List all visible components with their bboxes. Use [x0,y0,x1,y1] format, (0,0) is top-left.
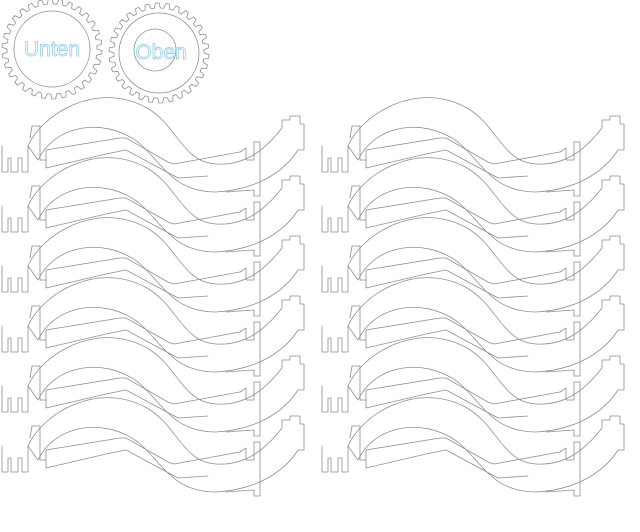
part-r6-c1 [1,397,305,497]
part-r6-c2 [321,397,625,497]
gear-oben: Oben [108,2,210,104]
gear-label-unten: Unten [24,38,80,61]
gear-label-oben: Oben [135,41,186,64]
parts-grid [1,97,625,497]
gear-unten: Unten [1,0,103,100]
